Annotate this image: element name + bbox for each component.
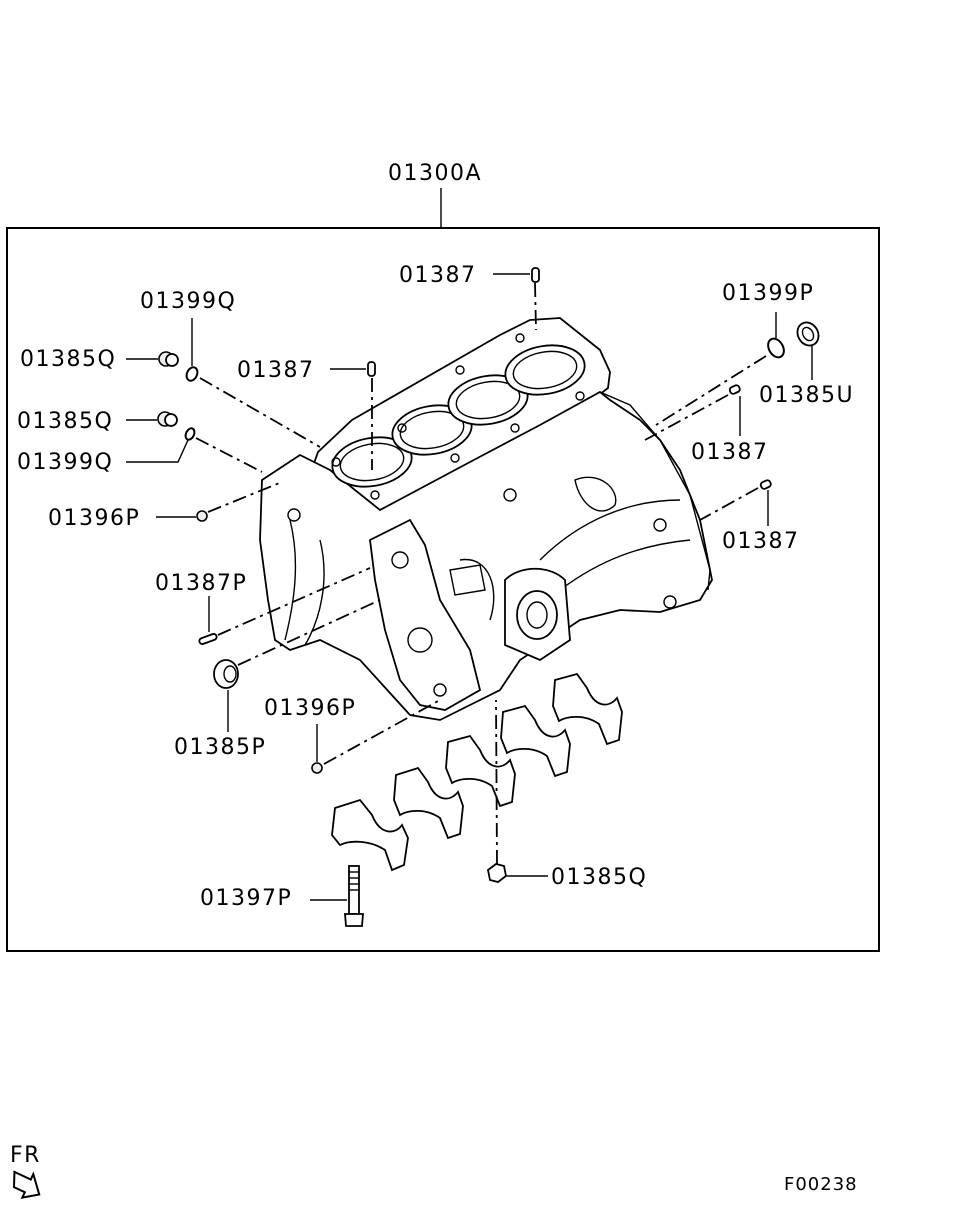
cylinder-block xyxy=(259,317,713,721)
dowel-pin-right-b xyxy=(759,479,772,490)
bearing-cap-4 xyxy=(500,704,571,778)
callout-01385q-mid[interactable]: 01385Q xyxy=(17,409,113,434)
dowel-pin-top xyxy=(531,267,540,283)
callout-01387p[interactable]: 01387P xyxy=(155,571,247,596)
plug-01396p-left xyxy=(196,510,208,522)
bearing-caps xyxy=(331,672,623,872)
plug-01396p-bottom xyxy=(311,762,323,774)
callout-01397p[interactable]: 01397P xyxy=(200,886,292,911)
plug-01385q-mid xyxy=(157,411,178,427)
callout-01385q-top[interactable]: 01385Q xyxy=(20,347,116,372)
plug-01385q-top xyxy=(158,351,179,367)
bearing-cap-2 xyxy=(393,766,464,840)
callout-01399p[interactable]: 01399P xyxy=(722,281,814,306)
bearing-cap-3 xyxy=(445,734,516,808)
plug-01385p xyxy=(213,659,239,689)
assembly-frame xyxy=(6,227,880,952)
o-ring-01399q-top xyxy=(185,366,199,382)
o-ring-01399p xyxy=(767,337,785,359)
plug-01385q-bottom xyxy=(487,863,507,883)
callout-01396p-bottom[interactable]: 01396P xyxy=(264,696,356,721)
bearing-cap-5 xyxy=(552,672,623,746)
callout-01385p[interactable]: 01385P xyxy=(174,735,266,760)
dowel-pin-right-a xyxy=(728,384,741,395)
callout-01385q-bottom[interactable]: 01385Q xyxy=(551,865,647,890)
callout-01399q-top[interactable]: 01399Q xyxy=(140,289,236,314)
dowel-pin-left xyxy=(367,361,376,377)
leader-lines xyxy=(126,273,813,901)
o-ring-01399q-mid xyxy=(184,427,196,441)
plug-01385u xyxy=(796,321,820,347)
callout-01387-right-a[interactable]: 01387 xyxy=(691,440,769,465)
assembly-label[interactable]: 01300A xyxy=(388,161,482,186)
front-arrow-icon xyxy=(12,1170,41,1199)
callout-01387-top[interactable]: 01387 xyxy=(399,263,477,288)
figure-code: F00238 xyxy=(784,1174,858,1195)
bolt-01397p xyxy=(344,865,364,927)
callout-01396p-left[interactable]: 01396P xyxy=(48,506,140,531)
callout-01399q-mid[interactable]: 01399Q xyxy=(17,450,113,475)
direction-label: FR xyxy=(10,1143,41,1168)
bore-4 xyxy=(504,344,586,396)
callout-01387-left[interactable]: 01387 xyxy=(237,358,315,383)
callout-01385u[interactable]: 01385U xyxy=(759,383,854,408)
bearing-cap-1 xyxy=(331,798,409,872)
pin-01387p xyxy=(198,633,218,645)
callout-01387-right-b[interactable]: 01387 xyxy=(722,529,800,554)
